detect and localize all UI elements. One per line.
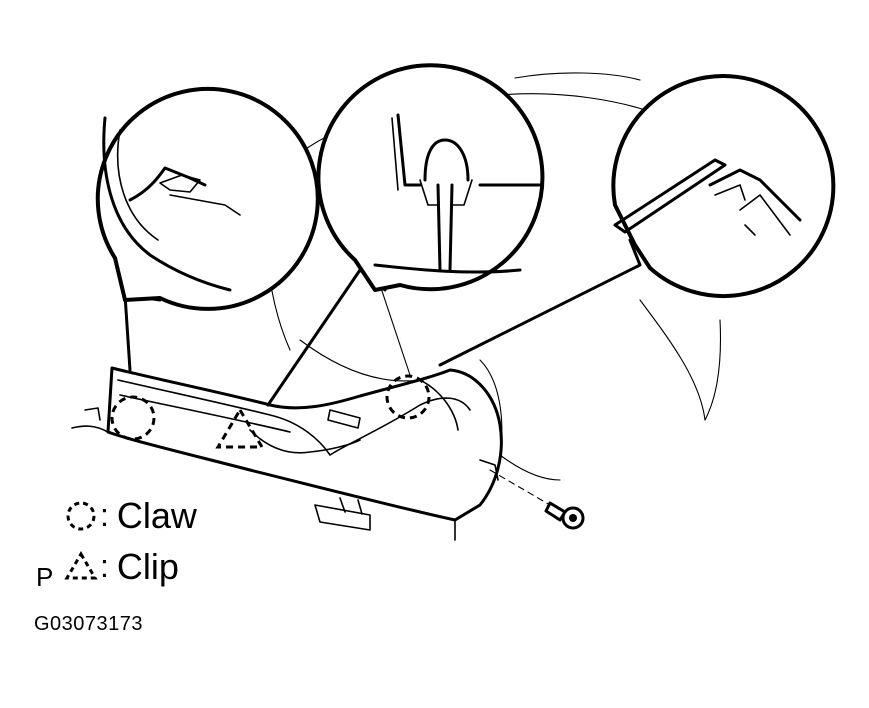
trim-panel [71, 366, 503, 541]
dashed-triangle-icon [64, 550, 98, 579]
claw-marker-left [110, 395, 156, 441]
figure-id: G03073173 [34, 613, 144, 635]
claw-detail-bubble-left [95, 86, 320, 311]
screw-icon [489, 469, 585, 530]
claw-detail-bubble-right [611, 74, 836, 299]
legend-claw: : Claw [64, 497, 197, 534]
legend-clip-label: Clip [116, 545, 179, 587]
claw-marker-right [385, 374, 431, 420]
side-mark: P [36, 562, 54, 592]
legend-claw-separator: : [100, 497, 109, 533]
clip-marker [215, 407, 265, 449]
legend-clip: : Clip [64, 548, 179, 585]
dashed-circle-icon [66, 501, 96, 530]
clip-detail-bubble [316, 63, 545, 292]
legend-claw-label: Claw [116, 494, 197, 536]
legend-clip-separator: : [100, 548, 109, 584]
